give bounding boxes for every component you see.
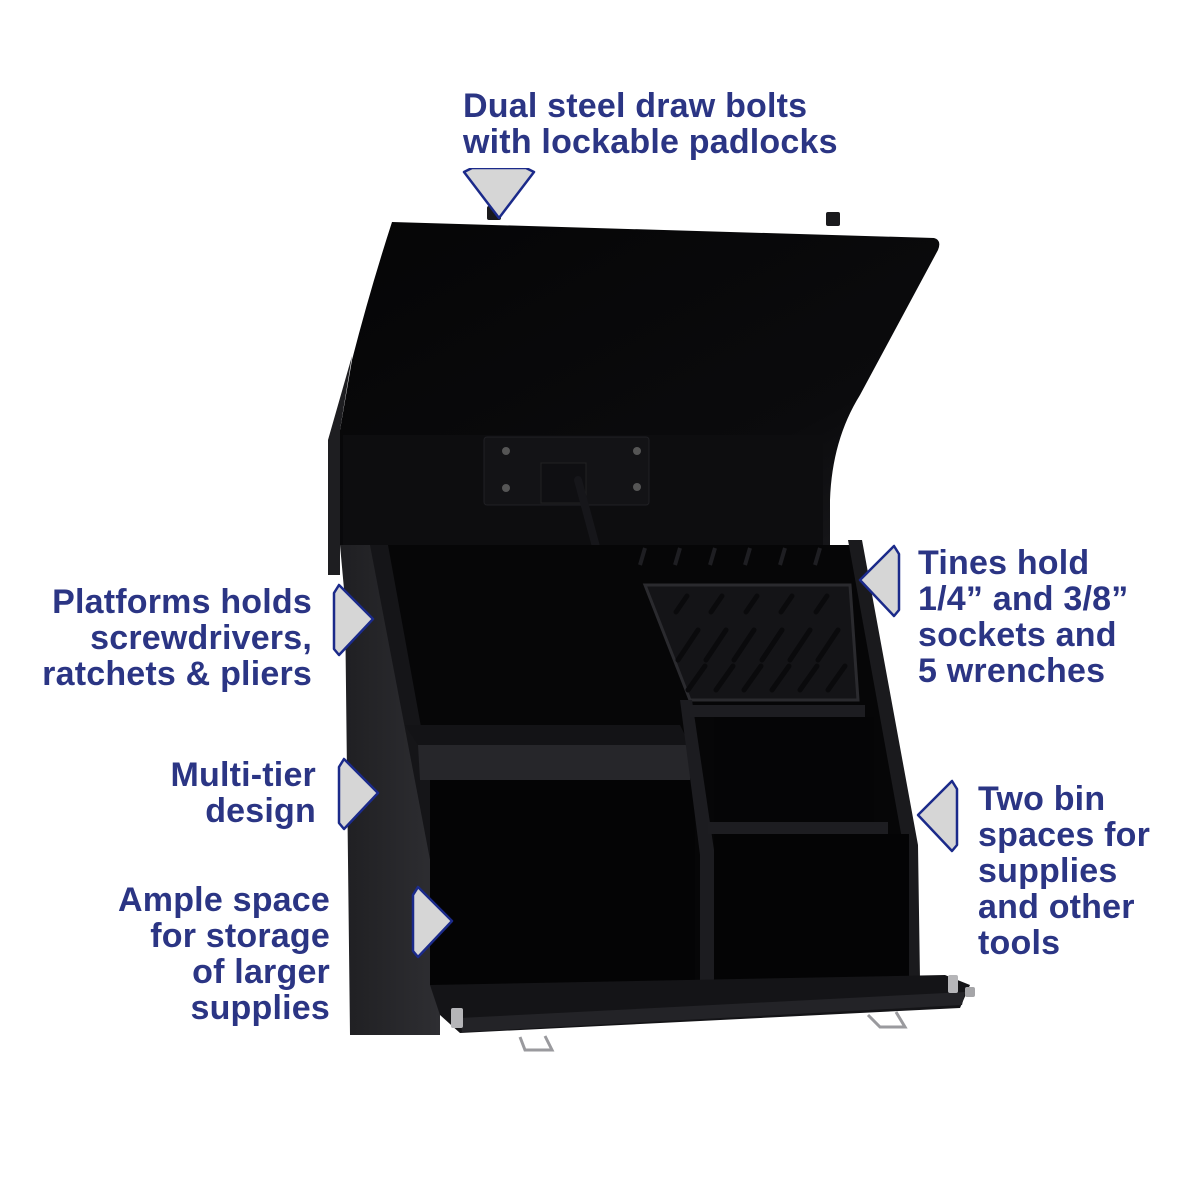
- pointer-right-icon: [411, 885, 454, 959]
- callout-two-bins-text: Two bin spaces for supplies and other to…: [978, 780, 1151, 962]
- callout-platforms-text: Platforms holds screwdrivers, ratchets &…: [42, 583, 312, 693]
- callout-multitier-text: Multi-tier design: [170, 756, 316, 830]
- pointer-left-icon: [916, 779, 959, 853]
- callout-tines-text: Tines hold 1/4” and 3/8” sockets and 5 w…: [918, 544, 1129, 690]
- pointer-left-icon: [858, 544, 901, 618]
- pointer-down-icon: [462, 168, 536, 220]
- pointer-right-icon: [332, 583, 375, 657]
- callout-draw-bolts-text: Dual steel draw bolts with lockable padl…: [463, 87, 838, 161]
- lid: [328, 206, 940, 575]
- callout-ample-space-text: Ample space for storage of larger suppli…: [118, 881, 330, 1027]
- box-body: [340, 540, 975, 1052]
- pointer-right-icon: [337, 757, 380, 831]
